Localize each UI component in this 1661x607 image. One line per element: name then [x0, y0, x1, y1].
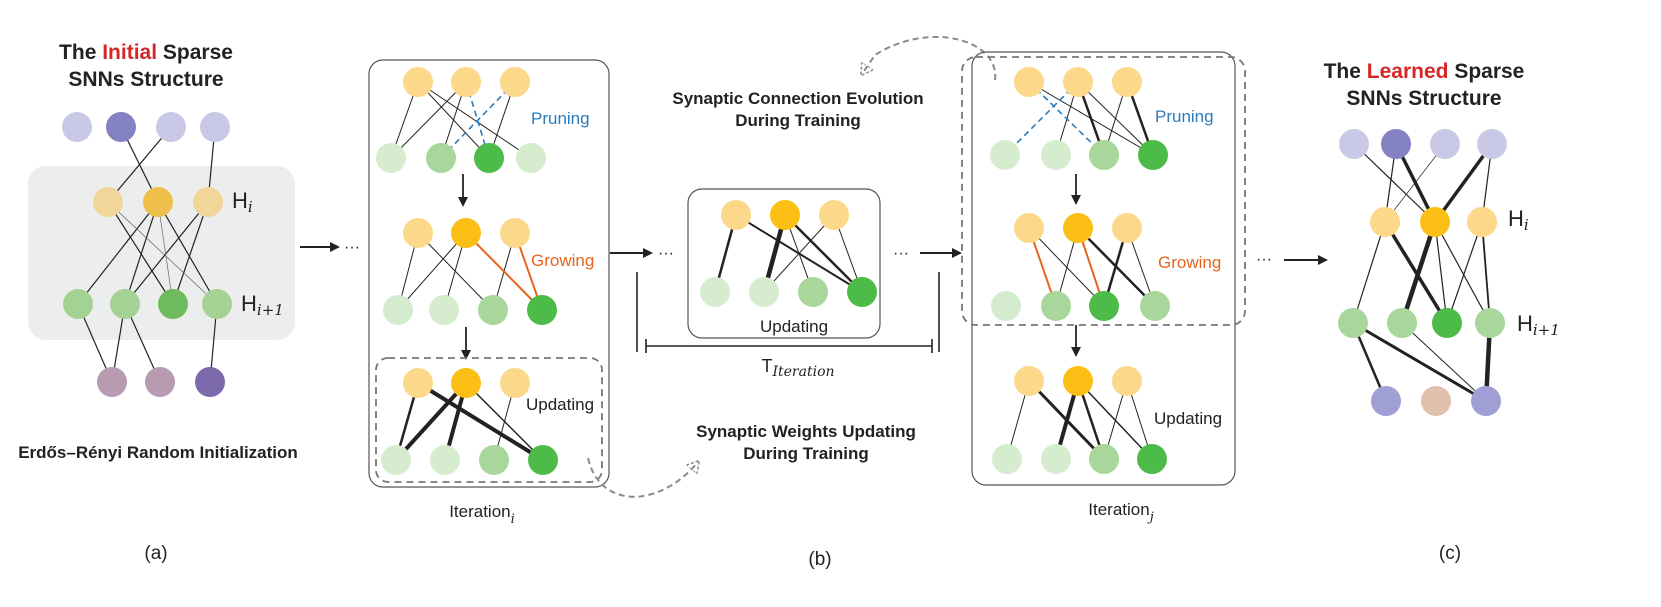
ellipsis-1: ···: [344, 239, 360, 256]
weights-curved-arrow: [587, 458, 698, 498]
updating-label-mid: Updating: [760, 317, 828, 336]
evolution-text-line2: During Training: [735, 111, 861, 130]
t-iteration-label: TIteration: [761, 356, 834, 380]
output-neurons-a: [97, 367, 225, 397]
iteration-i-block: Pruning Growing: [368, 59, 610, 527]
panel-c-label: (c): [1439, 543, 1461, 564]
updating-dashed-frame-i: [375, 357, 603, 483]
iteration-j-frame: [971, 51, 1236, 486]
weights-text-line2: During Training: [743, 444, 869, 463]
updating-label-j: Updating: [1154, 409, 1222, 428]
middle-update-block: Updating: [687, 188, 881, 339]
layer-label-hi1: Hi+1: [241, 291, 284, 319]
weights-text-line1: Synaptic Weights Updating: [696, 422, 916, 441]
growing-label-i: Growing: [531, 251, 594, 270]
layer-label-hi: Hi: [232, 188, 253, 216]
input-neurons-c: [1339, 129, 1507, 159]
hidden-layer-i1-neurons-c: [1338, 308, 1505, 338]
hidden-layer-i-neurons-a: [93, 187, 223, 217]
pruned-connections-j: [1004, 81, 1105, 156]
hidden-layer-i1-neurons-a: [63, 289, 232, 319]
iteration-j-label: Iterationj: [1088, 500, 1153, 525]
ellipsis-2: ···: [658, 245, 674, 262]
panel-a-title-line1: The Initial Sparse: [59, 41, 233, 64]
layer-label-hi-c: Hi: [1508, 206, 1529, 234]
evolution-text-line1: Synaptic Connection Evolution: [672, 89, 923, 108]
panel-a-label: (a): [144, 543, 167, 564]
iteration-i-label: Iterationi: [449, 502, 515, 527]
evolution-curved-arrow: [862, 35, 997, 80]
pruning-label-i: Pruning: [531, 109, 590, 128]
panel-a-title-line2: SNNs Structure: [68, 68, 223, 91]
output-neurons-c: [1371, 386, 1501, 416]
panel-b-label: (b): [808, 549, 831, 570]
connections-c: [1351, 142, 1494, 403]
t-iteration-bracket: [636, 272, 940, 353]
pruning-label-j: Pruning: [1155, 107, 1214, 126]
init-caption: Erdős–Rényi Random Initialization: [18, 443, 298, 462]
panel-c-title-line1: The Learned Sparse: [1324, 60, 1525, 83]
middle-frame: [687, 188, 881, 339]
iteration-i-frame: [368, 59, 610, 488]
ellipsis-3: ···: [893, 245, 909, 262]
layer-label-hi1-c: Hi+1: [1517, 311, 1560, 339]
grown-connections-i: [465, 232, 543, 311]
updating-label-i: Updating: [526, 395, 594, 414]
growing-label-j: Growing: [1158, 253, 1221, 272]
panel-c-title-line2: SNNs Structure: [1346, 87, 1501, 110]
iteration-j-block: Pruning Growing: [961, 51, 1246, 525]
panel-c: The Learned Sparse SNNs Structure: [1324, 60, 1560, 564]
hidden-layer-i-neurons-c: [1370, 207, 1497, 237]
connections-a-thin: [107, 201, 218, 305]
panel-a: The Initial Sparse SNNs Structure: [18, 41, 298, 564]
input-neurons-a: [62, 112, 230, 142]
ellipsis-4: ···: [1256, 251, 1272, 268]
evolution-dashed-frame-j: [961, 56, 1246, 326]
